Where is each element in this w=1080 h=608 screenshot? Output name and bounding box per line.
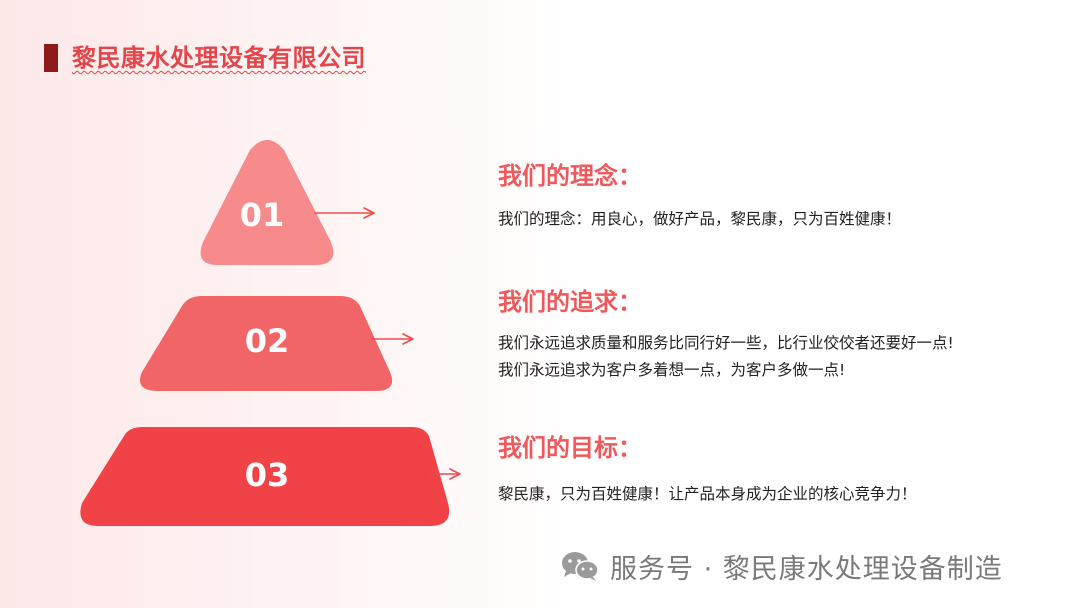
- pyramid-level-3-number: 03: [245, 456, 290, 494]
- pyramid-level-1: 01: [200, 140, 375, 265]
- section-1-line-1: 我们的理念：用良心，做好产品，黎民康，只为百姓健康！: [498, 210, 902, 228]
- wechat-icon: [562, 552, 599, 581]
- pyramid-level-3: 03: [80, 427, 461, 526]
- pyramid-level-3-shape: [80, 427, 450, 526]
- page-title: 黎民康水处理设备有限公司: [72, 44, 366, 72]
- section-3-line-1: 黎民康，只为百姓健康！让产品本身成为企业的核心竞争力！: [498, 485, 917, 503]
- section-1-heading: 我们的理念：: [498, 162, 642, 190]
- section-2-line-2: 我们永远追求为客户多着想一点，为客户多做一点!: [498, 361, 846, 379]
- pyramid-level-2-number: 02: [245, 322, 290, 360]
- section-2-line-1: 我们永远追求质量和服务比同行好一些，比行业佼佼者还要好一点!: [498, 334, 954, 352]
- pyramid-level-1-shape: [200, 140, 334, 265]
- pyramid-diagram: 01 02 03: [80, 140, 461, 526]
- section-2-heading: 我们的追求：: [498, 288, 642, 316]
- pyramid-level-2-shape: [140, 296, 393, 391]
- section-3-heading: 我们的目标：: [498, 434, 642, 462]
- watermark: 服务号 · 黎民康水处理设备制造: [560, 546, 1003, 586]
- pyramid-level-1-number: 01: [240, 196, 285, 234]
- watermark-text: 服务号 · 黎民康水处理设备制造: [610, 553, 1003, 585]
- pyramid-level-2: 02: [140, 296, 414, 391]
- title-accent-bar: [44, 44, 58, 72]
